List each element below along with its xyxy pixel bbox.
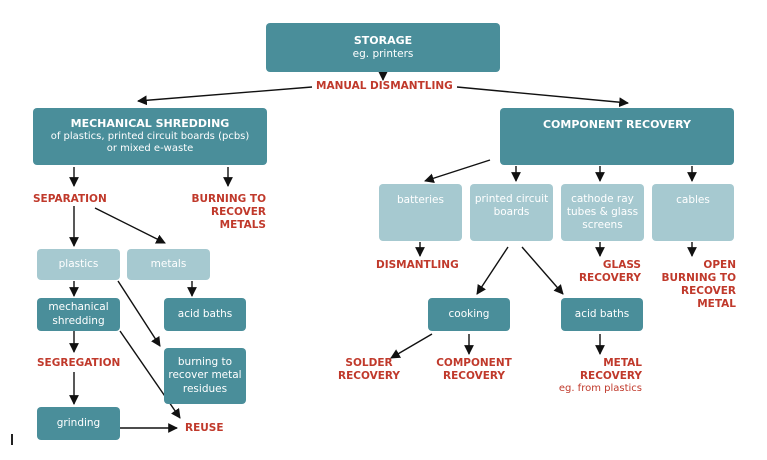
solder-recovery-line2: RECOVERY — [337, 370, 401, 383]
mechanical-shredding2-box: mechanical shredding — [37, 298, 120, 331]
pcb-line2: boards — [493, 206, 530, 219]
storage-subtitle: eg. printers — [352, 47, 414, 60]
acid-baths-left-label: acid baths — [177, 307, 233, 320]
cooking-box: cooking — [428, 298, 510, 331]
acid-baths-left-box: acid baths — [164, 298, 246, 331]
metals-label: metals — [150, 257, 187, 270]
arrow-pcb-acid — [521, 246, 564, 295]
crt-line1: cathode ray — [571, 192, 634, 205]
arrow-to-component-recovery — [456, 86, 629, 108]
burning-recover-metals-label: BURNING TO RECOVER METALS — [186, 193, 266, 232]
storage-title: STORAGE — [353, 34, 413, 48]
reuse-label: REUSE — [185, 422, 224, 434]
acid-baths-right-box: acid baths — [561, 298, 643, 331]
metal-recovery-line1: METAL — [603, 357, 642, 369]
burning-recover-line3: METALS — [219, 219, 266, 232]
open-burning-line1: OPEN — [703, 259, 736, 271]
crt-line3: screens — [582, 219, 623, 232]
component-recovery-line2: RECOVERY — [442, 370, 506, 383]
segregation-label: SEGREGATION — [37, 357, 121, 369]
glass-recovery-label: GLASS RECOVERY — [572, 259, 641, 285]
crt-line2: tubes & glass — [566, 205, 639, 218]
burning-residues-line2: recover metal — [168, 369, 242, 382]
arrow-pcb-cooking — [476, 246, 509, 295]
open-burning-line2: BURNING TO — [661, 272, 736, 285]
arrow-cooking-solder — [390, 333, 433, 359]
cables-label: cables — [676, 194, 710, 206]
metal-recovery-note: eg. from plastics — [558, 383, 642, 395]
mech-shred2-line1: mechanical — [48, 301, 109, 314]
arrow-to-batteries — [424, 159, 491, 183]
arrow-to-mech-shredding — [137, 86, 313, 106]
batteries-box: batteries — [379, 184, 462, 241]
pcb-line1: printed circuit — [474, 193, 549, 205]
component-recovery-line1: COMPONENT — [436, 357, 512, 369]
storage-box: STORAGE eg. printers — [266, 23, 500, 72]
open-burning-line4: METAL — [697, 298, 736, 311]
mech-shred2-line2: shredding — [52, 314, 105, 327]
glass-recovery-line1: GLASS — [602, 259, 641, 271]
component-recovery-title: COMPONENT RECOVERY — [542, 118, 692, 131]
component-recovery-box: COMPONENT RECOVERY — [500, 108, 734, 165]
metal-recovery-label: METAL RECOVERY eg. from plastics — [540, 357, 642, 396]
plastics-box: plastics — [37, 249, 120, 280]
manual-dismantling-label: MANUAL DISMANTLING — [316, 80, 453, 92]
acid-baths-right-label: acid baths — [574, 307, 630, 320]
plastics-label: plastics — [58, 257, 99, 270]
grinding-box: grinding — [37, 407, 120, 440]
open-burning-line3: RECOVER — [681, 285, 736, 298]
grinding-label: grinding — [56, 416, 101, 429]
cooking-label: cooking — [448, 307, 490, 320]
arrow-plastics-burning — [117, 280, 161, 347]
burning-residues-line1: burning to — [177, 356, 233, 369]
dismantling-label: DISMANTLING — [376, 259, 459, 271]
batteries-label: batteries — [397, 194, 444, 206]
burning-recover-line2: RECOVER — [211, 206, 266, 219]
mech-shredding-line2: of plastics, printed circuit boards (pcb… — [50, 130, 250, 142]
burning-metal-residues-box: burning to recover metal residues — [164, 348, 246, 404]
burning-residues-line3: residues — [182, 382, 228, 395]
solder-recovery-label: SOLDER RECOVERY — [334, 357, 404, 383]
crt-box: cathode ray tubes & glass screens — [561, 184, 644, 241]
open-burning-label: OPEN BURNING TO RECOVER METAL — [656, 259, 736, 312]
separation-label: SEPARATION — [33, 193, 107, 205]
mech-shredding-title: MECHANICAL SHREDDING — [70, 117, 230, 131]
component-recovery-label: COMPONENT RECOVERY — [432, 357, 516, 383]
mechanical-shredding-box: MECHANICAL SHREDDING of plastics, printe… — [33, 108, 267, 165]
burning-recover-line1: BURNING TO — [191, 193, 266, 205]
arrow-to-metals — [94, 207, 166, 244]
metal-recovery-line2: RECOVERY — [579, 370, 642, 383]
cables-box: cables — [652, 184, 734, 241]
metals-box: metals — [127, 249, 210, 280]
mech-shredding-line3: or mixed e-waste — [106, 143, 194, 155]
text-cursor-marker — [11, 434, 13, 445]
pcb-box: printed circuit boards — [470, 184, 553, 241]
solder-recovery-line1: SOLDER — [345, 357, 393, 369]
glass-recovery-line2: RECOVERY — [578, 272, 641, 285]
